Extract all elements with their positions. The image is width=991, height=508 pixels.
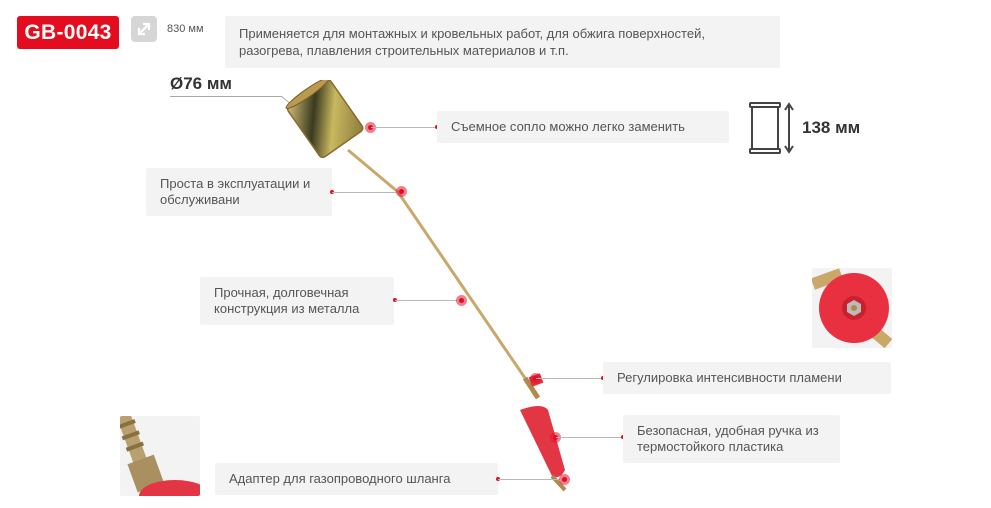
leader-line bbox=[332, 192, 398, 193]
nozzle-height-label: 138 мм bbox=[802, 118, 861, 137]
leader-line bbox=[556, 437, 623, 438]
feature-durable-metal: Прочная, долговечная конструкция из мета… bbox=[200, 277, 394, 325]
leader-line bbox=[371, 127, 437, 128]
leader-line bbox=[536, 378, 602, 379]
feature-safe-handle: Безопасная, удобная ручка из термостойко… bbox=[623, 415, 840, 463]
hotspot-hose-adapter[interactable] bbox=[559, 474, 570, 485]
leader-line bbox=[395, 300, 457, 301]
leader-line bbox=[498, 479, 560, 480]
feature-hose-adapter: Адаптер для газопроводного шланга bbox=[215, 463, 498, 495]
hotspot-nozzle[interactable] bbox=[365, 122, 376, 133]
diameter-leader-line bbox=[170, 96, 282, 97]
hotspot-durable-metal[interactable] bbox=[456, 295, 467, 306]
nozzle-height-icon bbox=[749, 102, 794, 154]
hotspot-easy-maintenance[interactable] bbox=[396, 186, 407, 197]
feature-easy-maintenance: Проста в эксплуатации и обслуживани bbox=[146, 168, 332, 216]
product-description: Применяется для монтажных и кровельных р… bbox=[225, 16, 780, 68]
product-code-badge: GB-0043 bbox=[17, 16, 119, 49]
feature-flame-regulation: Регулировка интенсивности пламени bbox=[603, 362, 891, 394]
diagonal-arrows-icon bbox=[131, 16, 157, 42]
product-length: 830 мм bbox=[167, 23, 204, 35]
nozzle-diameter-label: Ø76 мм bbox=[170, 74, 233, 93]
feature-removable-nozzle: Съемное сопло можно легко заменить bbox=[437, 111, 729, 143]
adapter-closeup-image bbox=[120, 416, 200, 496]
hotspot-safe-handle[interactable] bbox=[550, 432, 561, 443]
valve-closeup-image bbox=[812, 268, 892, 348]
hotspot-flame-regulation[interactable] bbox=[530, 373, 541, 384]
